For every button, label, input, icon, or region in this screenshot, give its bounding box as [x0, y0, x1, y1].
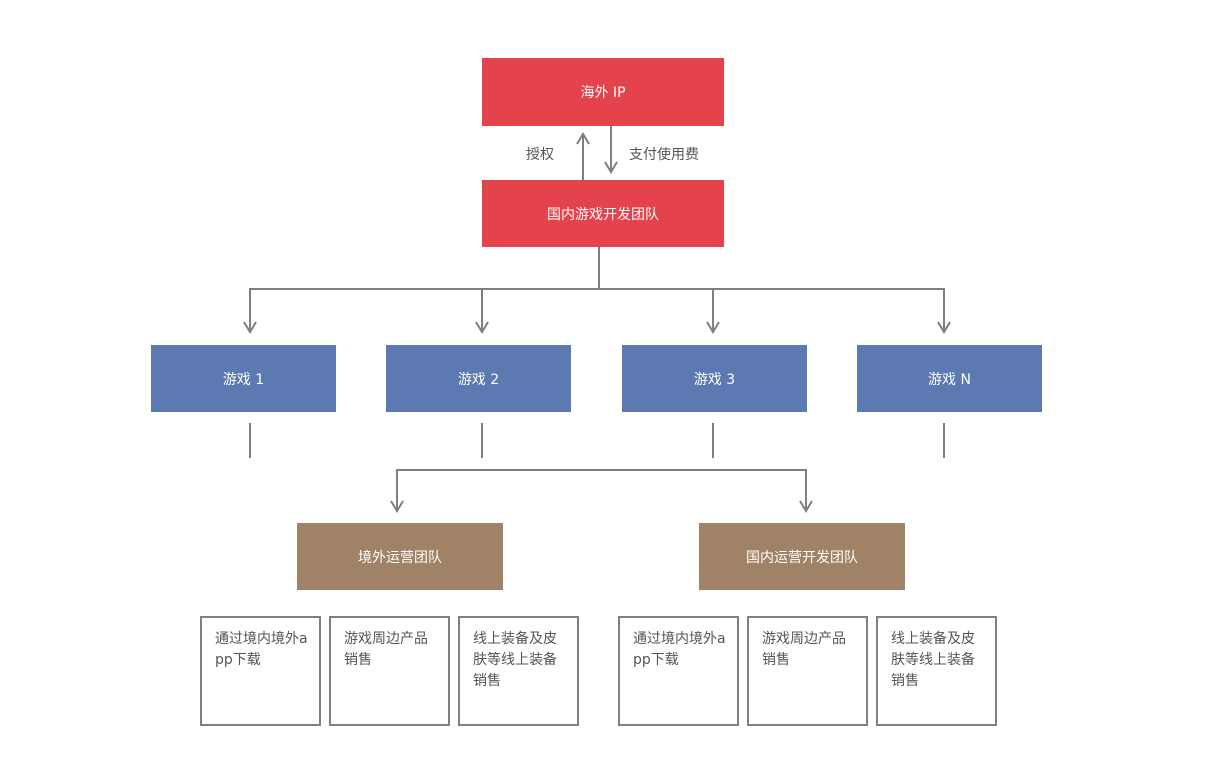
- game-1-arrowhead: [243, 321, 257, 334]
- authorize-label: 授权: [526, 147, 554, 163]
- channel-left-app-download: 通过境内境外app下载: [200, 616, 321, 726]
- overseas-ops-team-node: 境外运营团队: [297, 523, 503, 590]
- game-2-arrowhead: [475, 321, 489, 334]
- game-2-node: 游戏 2: [386, 345, 571, 412]
- pay-fee-label: 支付使用费: [629, 147, 699, 163]
- game-3-arrowhead: [706, 321, 720, 334]
- ops-left-arrowhead: [390, 500, 404, 513]
- game-n-arrowhead: [937, 321, 951, 334]
- domestic-dev-team-node: 国内游戏开发团队: [482, 180, 724, 247]
- pay-arrowhead: [604, 161, 618, 174]
- ops-right-arrowhead: [799, 500, 813, 513]
- game-1-node: 游戏 1: [151, 345, 336, 412]
- channel-right-skin-sales: 线上装备及皮肤等线上装备销售: [876, 616, 997, 726]
- channel-right-app-download: 通过境内境外app下载: [618, 616, 739, 726]
- overseas-ip-node: 海外 IP: [482, 58, 724, 126]
- domestic-ops-dev-team-node: 国内运营开发团队: [699, 523, 905, 590]
- channel-left-skin-sales: 线上装备及皮肤等线上装备销售: [458, 616, 579, 726]
- channel-left-merch-sales: 游戏周边产品销售: [329, 616, 450, 726]
- authorize-arrowhead: [576, 132, 590, 145]
- game-3-node: 游戏 3: [622, 345, 807, 412]
- game-n-node: 游戏 N: [857, 345, 1042, 412]
- channel-right-merch-sales: 游戏周边产品销售: [747, 616, 868, 726]
